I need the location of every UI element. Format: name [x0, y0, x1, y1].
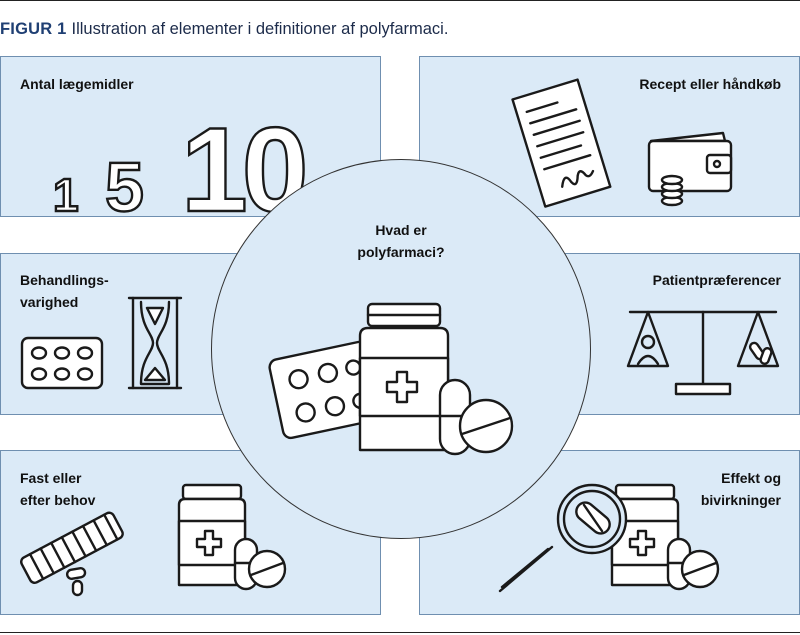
scale-icon: [626, 310, 780, 396]
prescription-icon: [511, 78, 612, 208]
label-line: Recept eller håndkøb: [639, 76, 781, 92]
blister-pack-icon: [20, 336, 104, 390]
center-medicines-icon: [268, 302, 514, 456]
top-rule: [0, 0, 800, 1]
center-title-line: polyfarmaci?: [357, 244, 445, 260]
label-line: bivirkninger: [700, 492, 781, 508]
caption-text: Illustration af elementer i definitioner…: [71, 20, 449, 38]
coins-icon: [660, 174, 684, 207]
panel-antal-laegemidler: Antal lægemidler 1 5 10: [0, 56, 381, 217]
magnifying-glass-icon: [498, 483, 628, 593]
panel-label: Antal lægemidler: [20, 73, 134, 95]
panel-label: Effekt og bivirkninger: [701, 467, 781, 511]
number-10: 10: [181, 103, 304, 217]
medicine-bottle-icon: [358, 302, 450, 452]
number-1: 1: [53, 169, 79, 217]
label-line: varighed: [20, 294, 79, 310]
panel-label: Recept eller håndkøb: [639, 73, 781, 95]
panel-effekt-og-bivirkninger: Effekt og bivirkninger: [419, 450, 800, 615]
center-title: Hvad er polyfarmaci?: [212, 219, 590, 263]
label-line: Antal lægemidler: [20, 76, 134, 92]
center-title-line: Hvad er: [375, 222, 427, 238]
panel-label: Patientpræferencer: [653, 269, 781, 291]
label-line: efter behov: [20, 492, 96, 508]
label-line: Patientpræferencer: [652, 272, 781, 288]
bottom-rule: [0, 632, 800, 633]
number-5: 5: [105, 148, 144, 217]
label-line: Fast eller: [20, 470, 82, 486]
capsules-icon: [65, 567, 87, 597]
hourglass-icon: [127, 296, 183, 390]
label-line: Behandlings-: [20, 272, 109, 288]
panel-label: Behandlings- varighed: [20, 269, 109, 313]
medicine-bottle-icon: [177, 483, 287, 591]
figure-label: FIGUR 1: [0, 20, 67, 38]
pill-organizer-icon: [20, 511, 124, 584]
panel-label: Fast eller efter behov: [20, 467, 95, 511]
center-circle: Hvad er polyfarmaci?: [211, 159, 591, 539]
numbers-icon: 1 5 10: [52, 102, 311, 217]
label-line: Effekt og: [721, 470, 781, 486]
